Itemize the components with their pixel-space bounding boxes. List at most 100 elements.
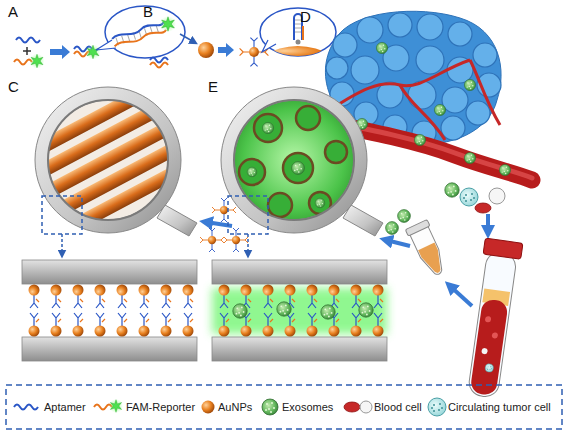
tumor-tissue (473, 43, 497, 67)
flow-channel-capture (296, 106, 320, 130)
flow-channel-capture (234, 100, 354, 220)
flow-channel-capture (268, 193, 292, 217)
blood-collection-tube (467, 251, 517, 399)
double-helix (114, 28, 166, 48)
channel-wall-zoom (22, 260, 197, 361)
flow-channel (48, 100, 168, 220)
pointer-arrow (180, 34, 194, 42)
blood-components (475, 203, 491, 213)
flow-channel-capture (239, 159, 265, 185)
blood-vessel (470, 60, 500, 125)
channel-wall-zoom (29, 313, 194, 337)
exosome-inflow (398, 210, 411, 223)
reporter-strand (14, 60, 32, 65)
fam-star (86, 45, 101, 60)
process-arrow (450, 286, 472, 306)
tumor-tissue (441, 116, 465, 140)
thiol-anchor (296, 40, 301, 45)
double-helix (112, 21, 167, 49)
tumor-tissue (388, 13, 412, 37)
capture-wall-zoom (212, 260, 387, 284)
secreted-exosomes (356, 42, 510, 175)
legend-text: Blood cell (374, 399, 422, 415)
process-arrow (50, 45, 70, 59)
blood-components (460, 188, 478, 206)
secreted-exosomes (464, 79, 475, 90)
flow-channel-capture (315, 198, 325, 208)
blood-collection-tube (463, 238, 522, 399)
bubble-tail (262, 40, 276, 52)
blood-collection-tube (485, 363, 494, 372)
legend-text: Exosomes (282, 399, 333, 415)
panel-b-conjugation (150, 8, 340, 68)
flow-channel-capture (221, 87, 367, 233)
eppendorf-tube (405, 220, 450, 280)
flow-channel-capture (221, 87, 383, 236)
flow-channel-capture (262, 122, 273, 133)
flow-channel (34, 68, 197, 251)
flow-channel-capture (292, 162, 305, 175)
eppendorf-tube (410, 226, 449, 278)
flow-channel (157, 205, 197, 236)
channel-wall-zoom (22, 337, 197, 361)
fam-star (160, 16, 176, 32)
process-arrow (486, 214, 490, 232)
reporter-strand (302, 26, 304, 40)
legend-text: FAM-Reporter (126, 399, 195, 415)
blood-collection-tube (470, 298, 509, 396)
process-arrow (218, 43, 234, 57)
zoom-region (228, 196, 268, 234)
plus-sign (23, 47, 31, 55)
capture-wall-zoom (212, 337, 387, 361)
eppendorf-tube (405, 220, 430, 236)
blood-collection-tube (481, 348, 488, 355)
tumor-tissue (466, 101, 490, 125)
duplex-strand (150, 63, 168, 68)
zoom-arrow (247, 234, 249, 254)
zoom-arrow (61, 234, 63, 254)
tumor-tissue (357, 17, 383, 43)
legend-sample (109, 399, 123, 413)
capture-wall-zoom (359, 303, 373, 317)
aptamer-strand (16, 38, 40, 43)
zoom-region (42, 196, 82, 234)
flow-channel-capture (325, 141, 347, 163)
secreted-exosomes (499, 164, 510, 175)
eppendorf-tube (418, 243, 447, 277)
capture-wall-zoom (277, 302, 291, 316)
bubble-tail (96, 40, 116, 50)
legend-frame (6, 385, 562, 429)
flow-channel (34, 68, 182, 251)
blood-components (489, 188, 505, 204)
secreted-exosomes (434, 104, 445, 115)
legend-sample (344, 402, 360, 412)
gold-nanoparticle (198, 42, 214, 58)
panel-letter: E (208, 78, 218, 96)
panel-letter: A (8, 3, 18, 21)
blood-components (445, 183, 459, 197)
blood-components (445, 183, 505, 213)
panel-letter: B (143, 3, 153, 21)
capture-wall-zoom (212, 288, 387, 334)
flow-channel-capture (343, 205, 383, 236)
tumor-tissue (351, 56, 379, 84)
legend-text: Circulating tumor cell (448, 399, 551, 415)
flow-channel-capture (254, 114, 282, 142)
tumor-tissue (416, 46, 444, 74)
aunp-inflow (200, 228, 224, 252)
aunp-inflow (212, 198, 236, 222)
channel-wall-zoom (22, 260, 197, 284)
flow-channel-capture (247, 167, 257, 177)
flow-channel-capture (239, 106, 347, 217)
secreted-exosomes (414, 134, 425, 145)
legend-text: AuNPs (218, 399, 252, 415)
tumor-tissue (326, 57, 348, 79)
legend-sample (360, 401, 372, 413)
flow-channel-capture (283, 153, 313, 183)
process-arrow (386, 240, 410, 246)
tumor-tissue (333, 33, 357, 57)
capture-wall-zoom (212, 260, 387, 361)
tumor-tissue (442, 87, 468, 113)
exosome-inflow (386, 222, 399, 235)
